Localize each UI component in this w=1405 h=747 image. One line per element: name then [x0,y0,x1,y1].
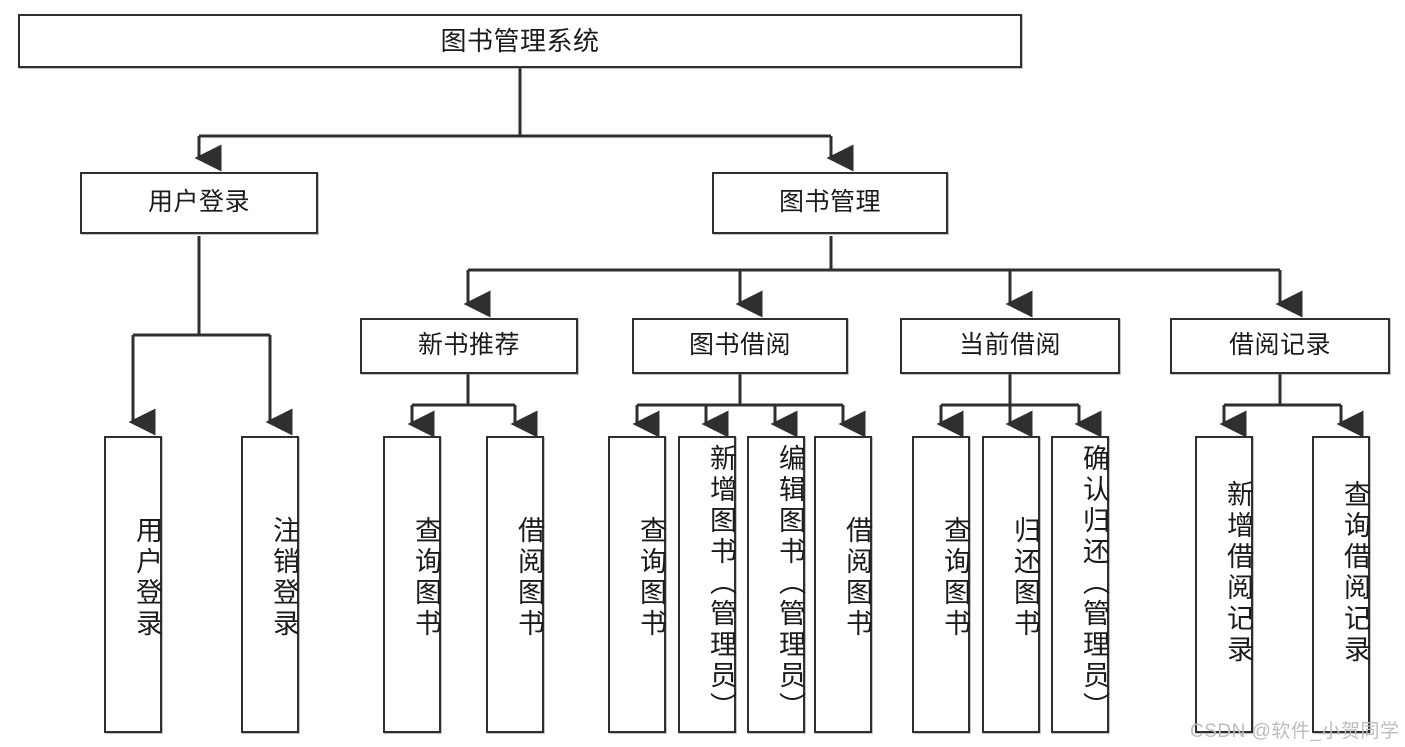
leaf-query-book-recommend[interactable]: 查询图书 [383,436,441,733]
csdn-watermark: CSDN @软件_小贺同学 [1190,721,1400,742]
leaf-query-borrow-record[interactable]: 查询借阅记录 [1312,436,1370,733]
leaf-user-login[interactable]: 用户登录 [104,436,162,733]
node-book-management[interactable]: 图书管理 [712,172,948,234]
node-label: 新增图书（管理员） [706,444,736,723]
node-borrow-record[interactable]: 借阅记录 [1170,318,1390,374]
node-label: 归还图书 [1010,516,1040,640]
leaf-query-book-borrow[interactable]: 查询图书 [608,436,666,733]
node-label: 注销登录 [269,516,299,640]
node-label: 查询图书 [636,516,666,640]
node-label: 查询借阅记录 [1340,480,1370,666]
leaf-add-book-admin[interactable]: 新增图书（管理员） [678,436,736,733]
node-label: 编辑图书（管理员） [775,444,805,723]
leaf-borrow-book[interactable]: 借阅图书 [814,436,872,733]
leaf-borrow-book-recommend[interactable]: 借阅图书 [486,436,544,733]
node-label: 图书借阅 [688,331,791,360]
node-label: 用户登录 [132,516,162,640]
node-label: 借阅记录 [1228,331,1331,360]
node-current-borrow[interactable]: 当前借阅 [900,318,1120,374]
node-label: 查询图书 [940,516,970,640]
node-new-book-recommend[interactable]: 新书推荐 [360,318,578,374]
node-label: 新增借阅记录 [1223,480,1253,666]
leaf-return-book[interactable]: 归还图书 [982,436,1040,733]
node-book-borrow[interactable]: 图书借阅 [632,318,848,374]
node-label: 借阅图书 [514,516,544,640]
node-label: 新书推荐 [417,331,520,360]
leaf-confirm-return-admin[interactable]: 确认归还（管理员） [1051,436,1109,733]
node-label: 图书管理 [778,188,881,217]
leaf-query-book-current[interactable]: 查询图书 [912,436,970,733]
node-label: 用户登录 [147,188,250,217]
leaf-edit-book-admin[interactable]: 编辑图书（管理员） [747,436,805,733]
node-label: 查询图书 [411,516,441,640]
leaf-logout[interactable]: 注销登录 [241,436,299,733]
node-label: 确认归还（管理员） [1079,444,1109,723]
node-user-login[interactable]: 用户登录 [80,172,318,234]
node-label: 图书管理系统 [440,25,600,56]
node-root-system[interactable]: 图书管理系统 [18,14,1022,68]
node-label: 借阅图书 [842,516,872,640]
node-label: 当前借阅 [958,331,1061,360]
leaf-add-borrow-record[interactable]: 新增借阅记录 [1195,436,1253,733]
